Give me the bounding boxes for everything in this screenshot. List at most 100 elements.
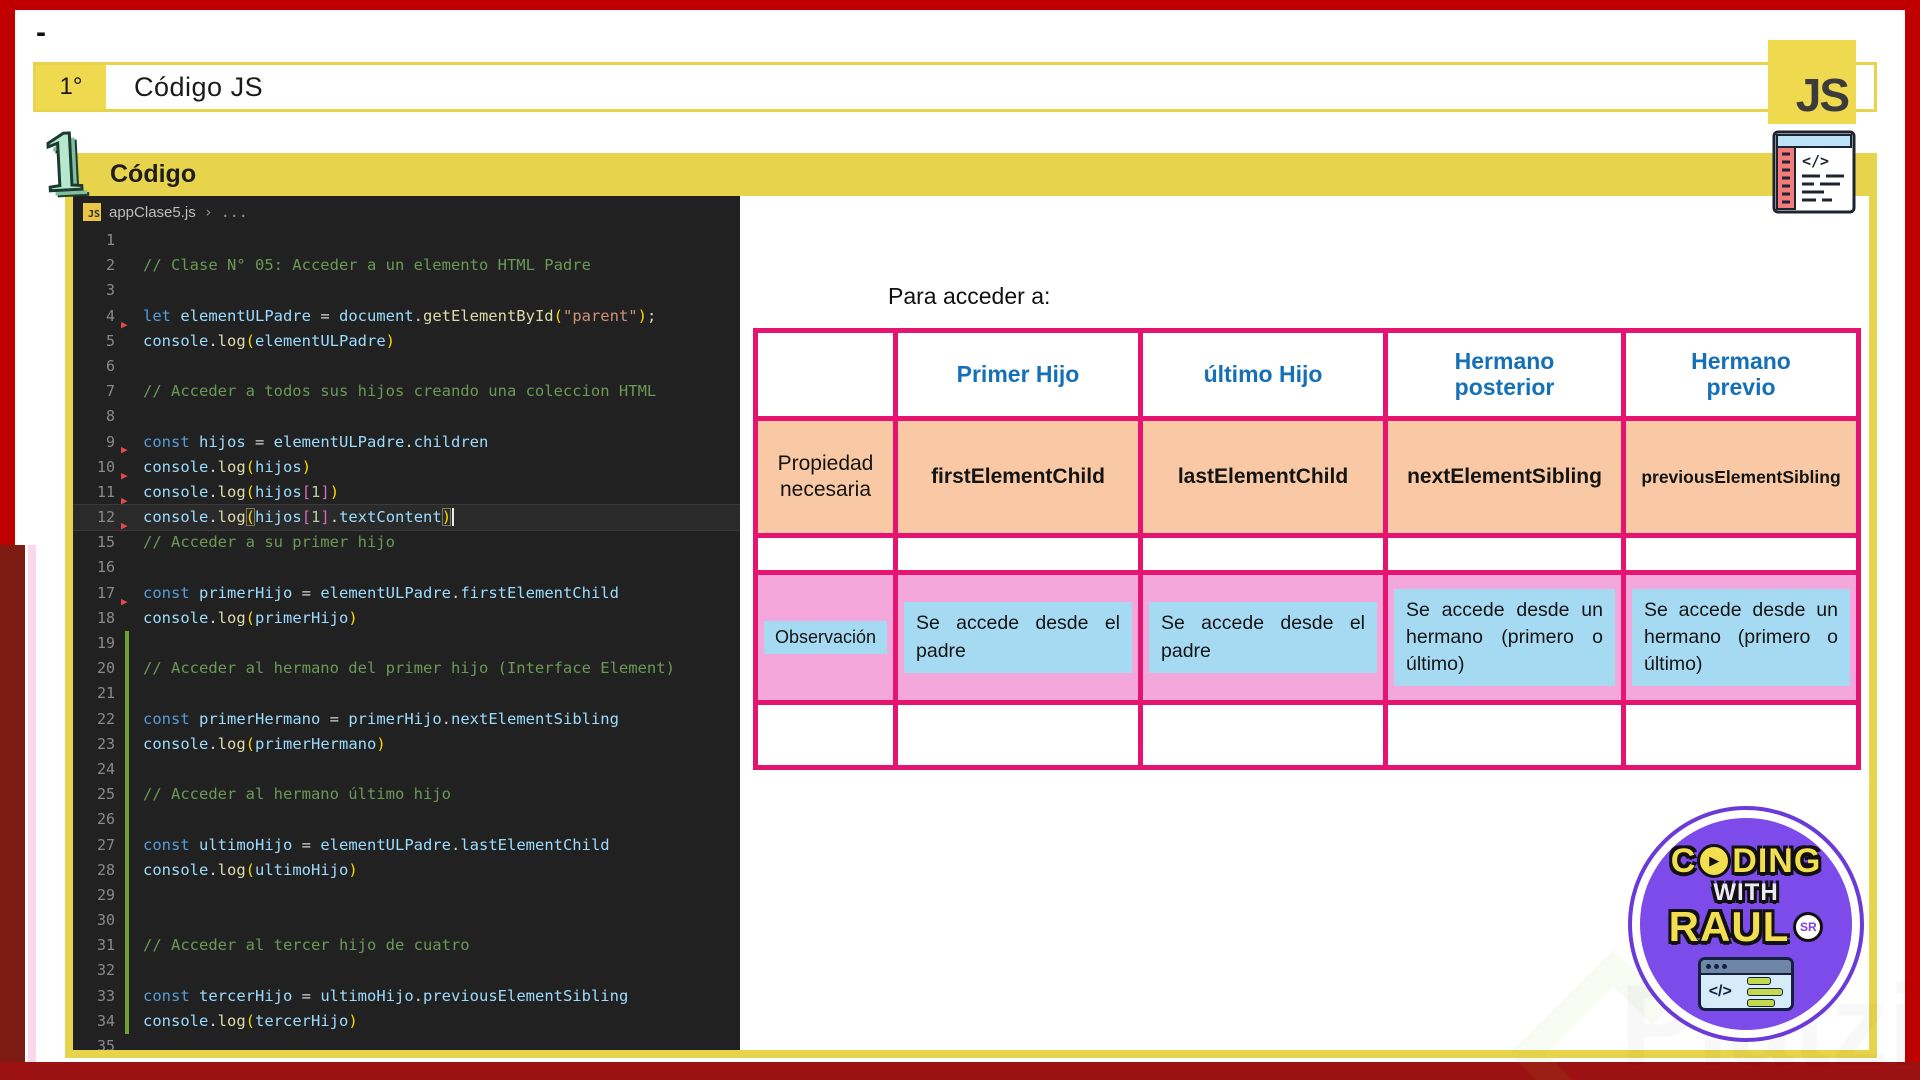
- code-line[interactable]: 11▶console.log(hijos[1]): [73, 480, 740, 507]
- gutter-change-bar: [125, 958, 129, 984]
- line-number: 5: [105, 331, 115, 350]
- code-line[interactable]: 5 console.log(elementULPadre): [73, 329, 740, 354]
- property-cell: previousElementSibling: [1621, 416, 1861, 538]
- sr-badge: SR: [1793, 911, 1824, 942]
- code-line[interactable]: 10 ▶ console.log(hijos): [73, 455, 740, 482]
- code-text: // Acceder a su primer hijo: [143, 533, 395, 552]
- code-line[interactable]: 29: [73, 882, 740, 909]
- code-text: console.log(primerHermano): [143, 734, 386, 753]
- line-number: 15: [96, 533, 115, 552]
- code-line[interactable]: 4▶let elementULPadre = document.getEleme…: [73, 304, 740, 331]
- code-line[interactable]: 8: [73, 404, 740, 429]
- code-line[interactable]: 12▶console.log(hijos[1].textContent): [73, 505, 740, 532]
- code-line[interactable]: 20// Acceder al hermano del primer hijo …: [73, 656, 740, 682]
- breadcrumb-separator-icon: ›: [203, 203, 213, 221]
- logo-word-with: WITH: [1713, 878, 1779, 906]
- property-cell: lastElementChild: [1138, 416, 1388, 538]
- property-cell: nextElementSibling: [1383, 416, 1626, 538]
- line-number: 1: [105, 231, 115, 249]
- line-number: 9: [105, 432, 115, 451]
- spacer-cell: [1138, 700, 1388, 770]
- line-number: 10: [96, 457, 115, 476]
- gutter-change-bar: [125, 933, 129, 959]
- gutter-change-bar: [125, 983, 129, 1009]
- js-logo: JS: [1768, 40, 1856, 124]
- code-text: const primerHijo = elementULPadre.firstE…: [143, 583, 619, 602]
- gutter-change-bar: [125, 656, 129, 682]
- code-line[interactable]: 25// Acceder al hermano último hijo: [73, 782, 740, 808]
- code-text: console.log(ultimoHijo): [143, 860, 358, 879]
- text-cursor: [452, 508, 455, 527]
- panel-title: Código: [110, 160, 197, 188]
- gutter-change-bar: [125, 631, 129, 657]
- code-text: const tercerHijo = ultimoHijo.previousEl…: [143, 986, 629, 1005]
- line-number: 18: [96, 608, 115, 627]
- gutter-change-bar: [125, 1008, 129, 1034]
- code-line[interactable]: 3: [73, 278, 740, 303]
- breadcrumb-file[interactable]: appClase5.js: [109, 203, 196, 221]
- code-line[interactable]: 19: [73, 631, 740, 657]
- line-number: 3: [105, 281, 115, 300]
- code-line[interactable]: 9▶const hijos = elementULPadre.children: [73, 430, 740, 457]
- gutter-arrow-icon[interactable]: ▶: [121, 594, 128, 608]
- code-text: [121, 354, 143, 379]
- code-text: console.log(tercerHijo): [143, 1011, 358, 1030]
- breadcrumb-more[interactable]: ...: [220, 203, 248, 221]
- code-text: console.log(hijos): [143, 457, 312, 476]
- breadcrumb[interactable]: JS appClase5.js › ...: [73, 196, 740, 228]
- code-line[interactable]: 17 ▶ const primerHijo = elementULPadre.fir…: [73, 581, 740, 608]
- gutter-arrow-icon[interactable]: ▶: [121, 519, 128, 533]
- header-bar: 1° Código JS: [33, 62, 1877, 112]
- observation-cell: Se accede desde un hermano (primero o úl…: [1383, 570, 1626, 705]
- frame-right: [1905, 0, 1920, 1080]
- code-editor[interactable]: JS appClase5.js › ... 1 2// Clase N° 05: …: [73, 196, 740, 1050]
- empty-cell: [753, 328, 898, 421]
- code-line[interactable]: 31// Acceder al tercer hijo de cuatro: [73, 933, 740, 959]
- gutter-arrow-icon[interactable]: ▶: [121, 443, 128, 457]
- line-number: 21: [96, 684, 115, 703]
- gutter-change-bar: [125, 882, 129, 909]
- code-line[interactable]: 6: [73, 354, 740, 379]
- code-line[interactable]: 24: [73, 756, 740, 783]
- code-line[interactable]: 15 // Acceder a su primer hijo: [73, 530, 740, 555]
- empty-cell: [753, 700, 898, 770]
- row-label-properties: Propiedad necesaria: [753, 416, 898, 538]
- line-number: 7: [105, 382, 115, 401]
- gutter-change-bar: [125, 706, 129, 732]
- line-number: 30: [96, 911, 115, 930]
- line-number: 16: [96, 558, 115, 577]
- code-line[interactable]: 16: [73, 555, 740, 580]
- code-text: [121, 555, 143, 580]
- gutter-arrow-icon[interactable]: ▶: [121, 468, 128, 482]
- line-number: 31: [96, 936, 115, 955]
- code-line[interactable]: 21: [73, 681, 740, 707]
- gutter-arrow-icon[interactable]: ▶: [121, 493, 128, 507]
- code-line[interactable]: 26: [73, 807, 740, 833]
- line-number: 17: [96, 583, 115, 602]
- code-line[interactable]: 32: [73, 958, 740, 984]
- code-line[interactable]: 2// Clase N° 05: Acceder a un elemento H…: [73, 253, 740, 278]
- table-caption: Para acceder a:: [888, 283, 1051, 309]
- line-number: 8: [105, 407, 115, 426]
- code-text: // Acceder a todos sus hijos creando una…: [143, 382, 657, 401]
- code-line[interactable]: 35: [73, 1034, 740, 1050]
- gutter-change-bar: [125, 908, 129, 934]
- code-line[interactable]: 30: [73, 908, 740, 934]
- code-line[interactable]: 7 // Acceder a todos sus hijos creando un…: [73, 379, 740, 404]
- code-text: console.log(elementULPadre): [143, 331, 396, 350]
- code-line[interactable]: 28 console.log(ultimoHijo): [73, 857, 740, 883]
- spacer-cell: [1621, 533, 1861, 575]
- code-text: // Acceder al hermano último hijo: [143, 785, 451, 804]
- gutter-arrow-icon[interactable]: ▶: [121, 317, 128, 331]
- code-line[interactable]: 1: [73, 228, 740, 253]
- js-file-icon: JS: [83, 203, 101, 221]
- line-number: 28: [96, 860, 115, 879]
- line-number: 24: [96, 759, 115, 778]
- code-text: [121, 228, 143, 253]
